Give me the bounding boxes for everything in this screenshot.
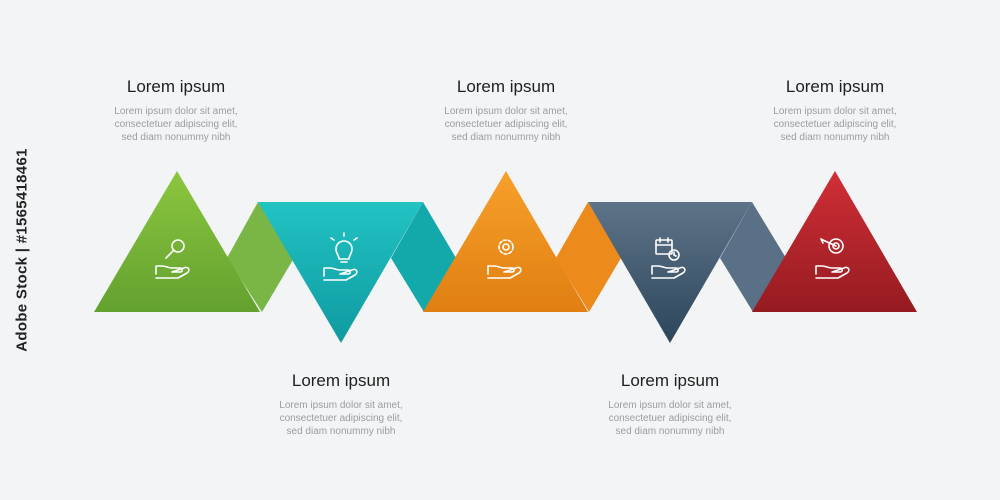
step-2-line-1: Lorem ipsum dolor sit amet, xyxy=(279,400,403,411)
connector-3-4 xyxy=(556,202,621,312)
step-1-description: Lorem ipsum dolor sit amet, consectetuer… xyxy=(76,105,276,144)
watermark-text: Adobe Stock | #1565418461 xyxy=(13,148,31,352)
step-1-line-2: consectetuer adipiscing elit, xyxy=(114,119,238,130)
step-4-line-3: sed diam nonummy nibh xyxy=(615,426,725,437)
magnifier-hand-icon xyxy=(155,239,190,279)
step-1-line-1: Lorem ipsum dolor sit amet, xyxy=(114,106,238,117)
step-4-line-2: consectetuer adipiscing elit, xyxy=(608,413,732,424)
step-2-title: Lorem ipsum xyxy=(291,371,391,390)
step-1-line-3: sed diam nonummy nibh xyxy=(121,132,231,143)
triangle-step-2 xyxy=(258,202,423,343)
step-3-line-1: Lorem ipsum dolor sit amet, xyxy=(444,106,568,117)
target-hand-icon xyxy=(815,238,850,279)
step-2-description: Lorem ipsum dolor sit amet, consectetuer… xyxy=(241,399,441,438)
step-3-line-2: consectetuer adipiscing elit, xyxy=(444,119,568,130)
step-2-line-3: sed diam nonummy nibh xyxy=(286,426,396,437)
gear-hand-icon xyxy=(487,239,522,279)
triangle-step-5 xyxy=(752,171,917,312)
triangle-step-3 xyxy=(423,171,588,312)
step-1-title: Lorem ipsum xyxy=(126,77,226,96)
caption-step-1: Lorem ipsum Lorem ipsum dolor sit amet, … xyxy=(76,77,276,144)
step-3-title: Lorem ipsum xyxy=(456,77,556,96)
step-3-description: Lorem ipsum dolor sit amet, consectetuer… xyxy=(406,105,606,144)
step-2-line-2: consectetuer adipiscing elit, xyxy=(279,413,403,424)
step-5-title: Lorem ipsum xyxy=(785,77,885,96)
step-3-line-3: sed diam nonummy nibh xyxy=(451,132,561,143)
caption-step-5: Lorem ipsum Lorem ipsum dolor sit amet, … xyxy=(735,77,935,144)
connector-1-2 xyxy=(227,202,294,312)
step-5-line-3: sed diam nonummy nibh xyxy=(780,132,890,143)
caption-step-4: Lorem ipsum Lorem ipsum dolor sit amet, … xyxy=(570,371,770,438)
step-5-description: Lorem ipsum dolor sit amet, consectetuer… xyxy=(735,105,935,144)
caption-step-2: Lorem ipsum Lorem ipsum dolor sit amet, … xyxy=(241,371,441,438)
step-4-description: Lorem ipsum dolor sit amet, consectetuer… xyxy=(570,399,770,438)
calendar-hand-icon xyxy=(651,237,686,279)
step-5-line-2: consectetuer adipiscing elit, xyxy=(773,119,897,130)
step-4-title: Lorem ipsum xyxy=(620,371,720,390)
caption-step-3: Lorem ipsum Lorem ipsum dolor sit amet, … xyxy=(406,77,606,144)
step-4-line-1: Lorem ipsum dolor sit amet, xyxy=(608,400,732,411)
lightbulb-hand-icon xyxy=(323,232,358,281)
step-5-line-1: Lorem ipsum dolor sit amet, xyxy=(773,106,897,117)
triangle-step-1 xyxy=(94,171,260,312)
